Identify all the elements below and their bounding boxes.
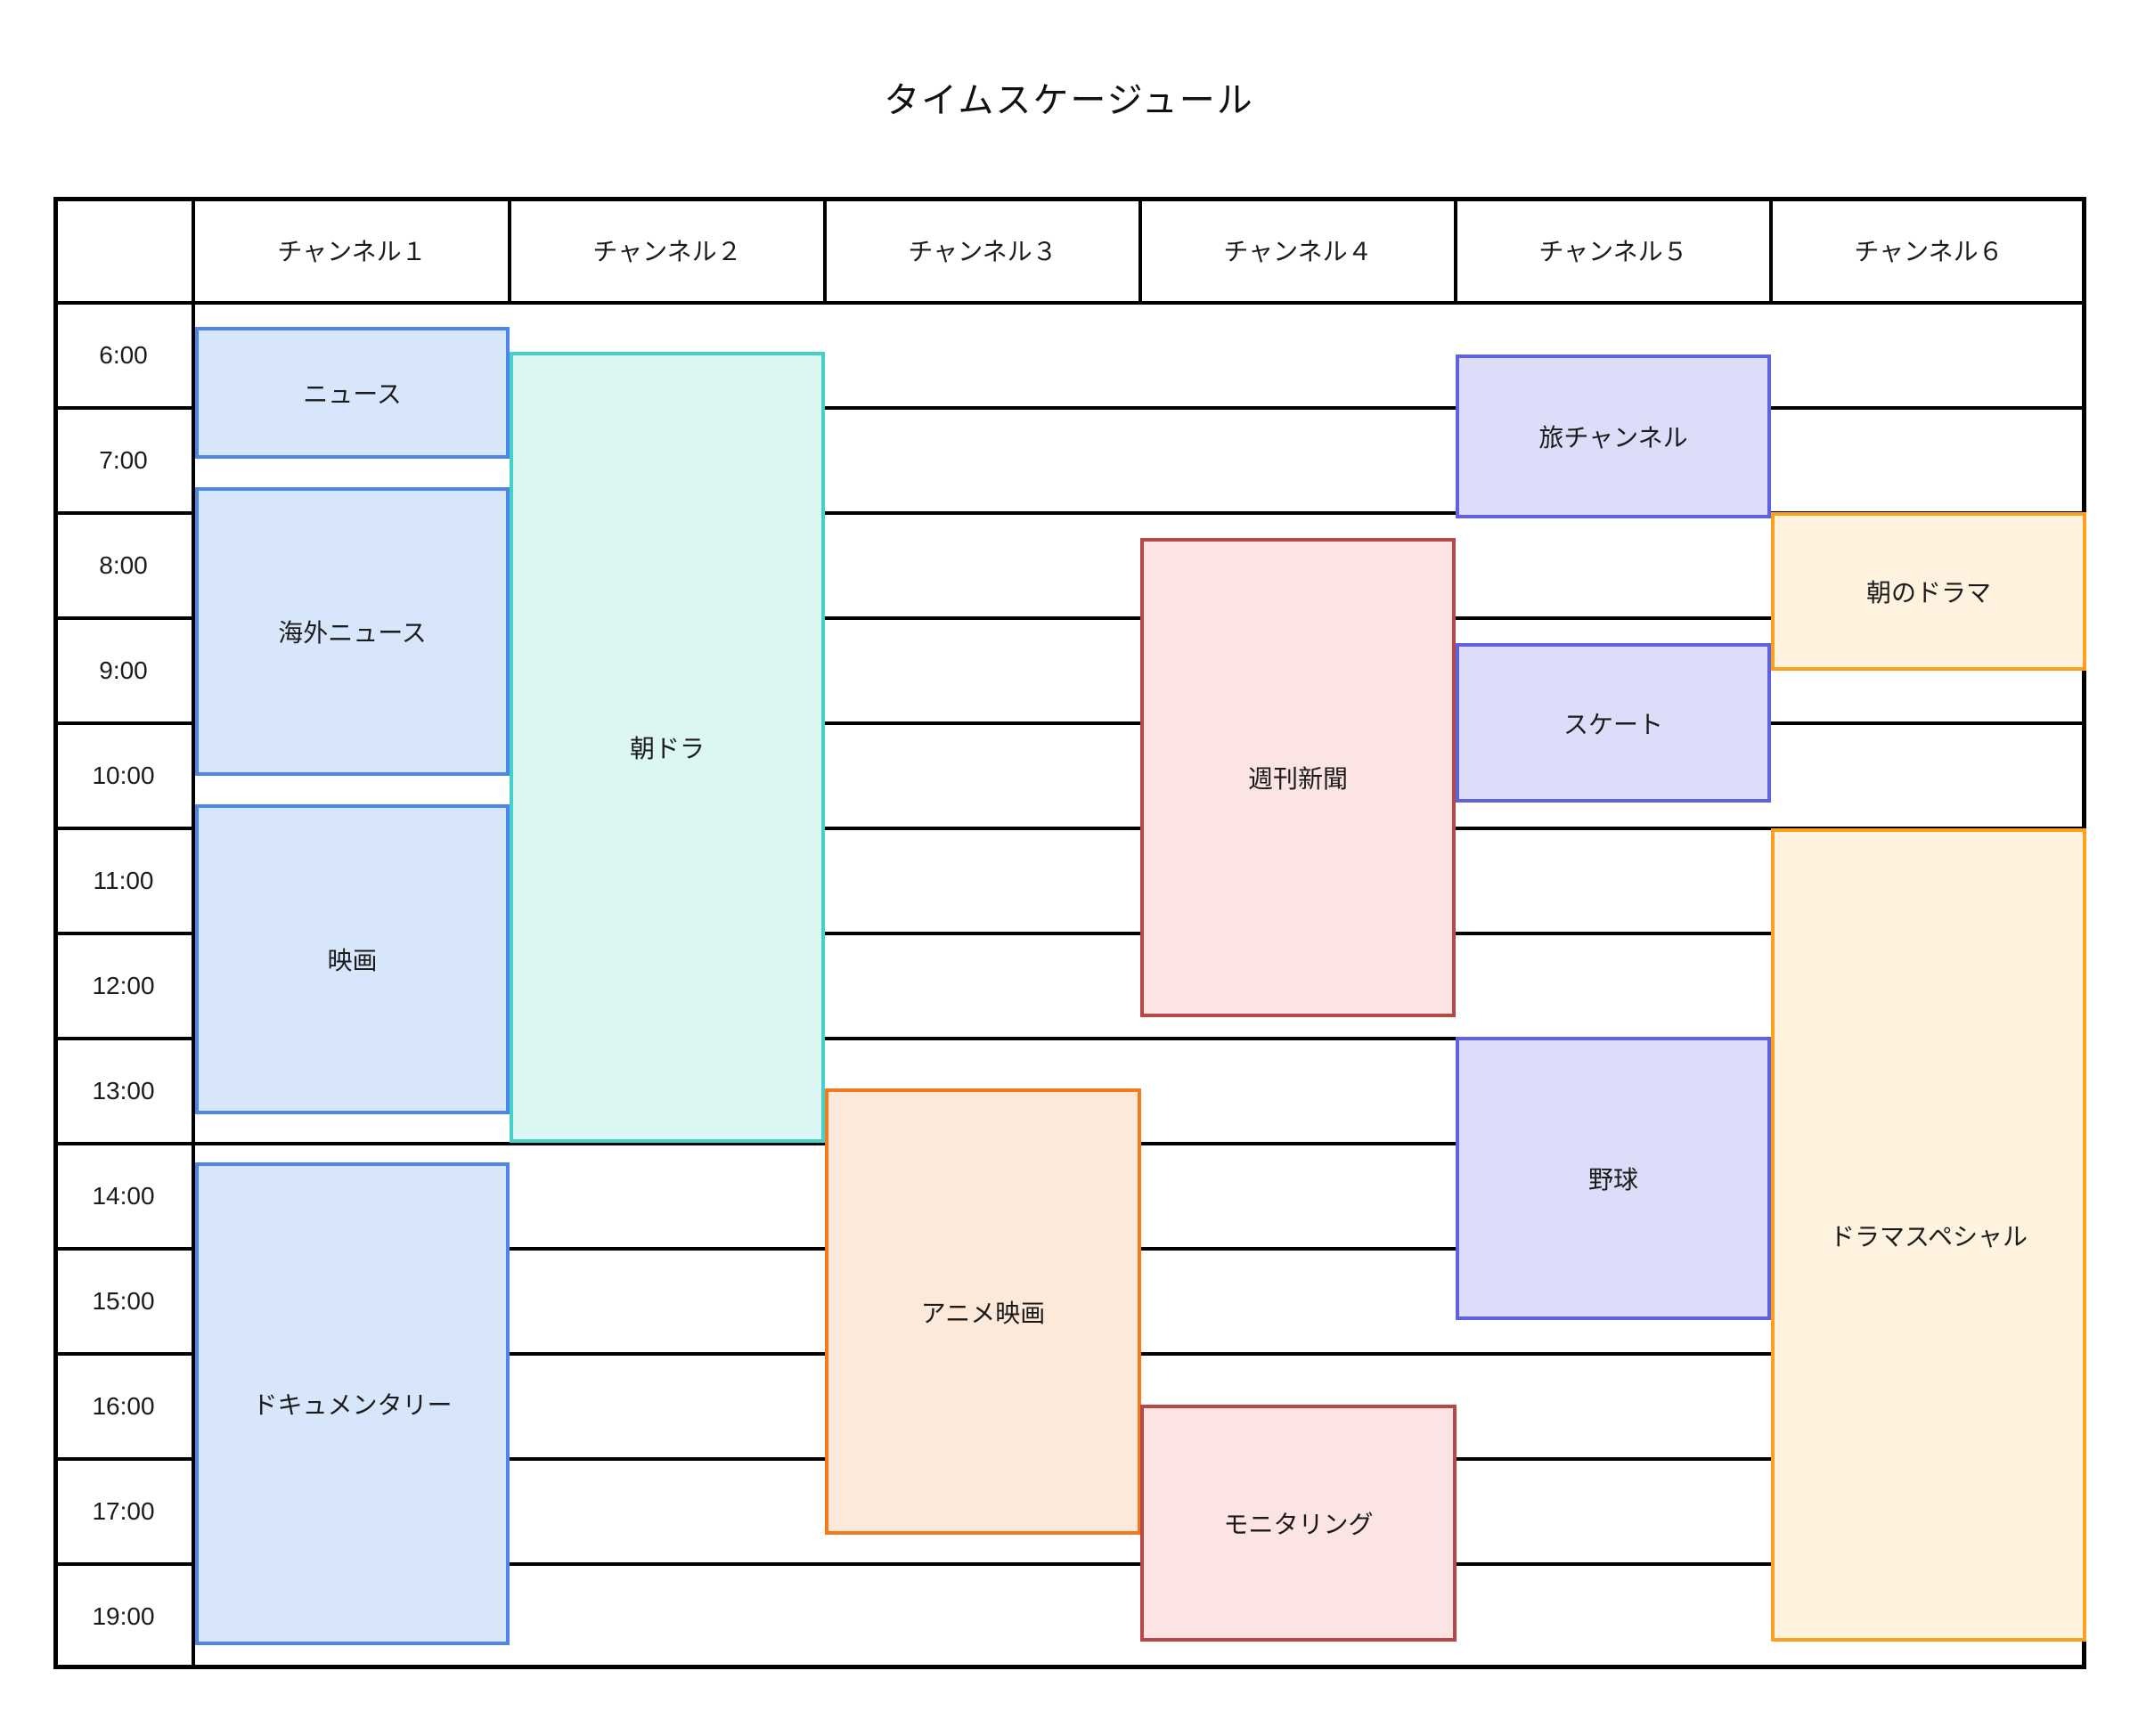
- header-column-separator: [1454, 197, 1457, 303]
- row-grid-line: [53, 1037, 2086, 1040]
- program-label: 朝ドラ: [629, 735, 705, 762]
- program-label: スケート: [1563, 710, 1663, 738]
- channel-header-4: チャンネル４: [1223, 238, 1373, 265]
- time-label-12-00: 12:00: [92, 972, 155, 999]
- program-label: アニメ映画: [920, 1299, 1046, 1327]
- time-label-6-00: 6:00: [99, 341, 148, 369]
- header-column-separator: [508, 197, 511, 303]
- row-grid-line: [53, 511, 2086, 515]
- header-column-separator: [1138, 197, 1142, 303]
- channel-header-5: チャンネル５: [1538, 238, 1688, 265]
- program-label: 海外ニュース: [278, 619, 427, 647]
- program-label: ドキュメンタリー: [252, 1391, 453, 1419]
- time-label-8-00: 8:00: [99, 551, 148, 579]
- header-separator-line: [53, 301, 2086, 305]
- program-label: 映画: [327, 947, 378, 974]
- time-label-11-00: 11:00: [93, 867, 154, 894]
- program-baseball: 野球: [1456, 1037, 1771, 1320]
- program-label: ニュース: [303, 380, 402, 408]
- program-skate: スケート: [1456, 643, 1771, 803]
- row-grid-line: [53, 616, 2086, 620]
- program-travel-channel: 旅チャンネル: [1456, 355, 1771, 518]
- program-movie: 映画: [195, 804, 510, 1114]
- time-label-15-00: 15:00: [92, 1287, 155, 1315]
- program-label: 週刊新聞: [1247, 765, 1348, 793]
- program-morning-drama: 朝のドラマ: [1771, 512, 2086, 671]
- page-title: タイムスケージュール: [884, 81, 1254, 120]
- program-weekly-news: 週刊新聞: [1140, 538, 1456, 1017]
- channel-header-1: チャンネル１: [277, 238, 427, 265]
- program-drama-special: ドラマスペシャル: [1771, 828, 2086, 1642]
- program-label: モニタリング: [1223, 1511, 1374, 1538]
- header-column-separator: [823, 197, 827, 303]
- time-label-19-00: 19:00: [92, 1602, 155, 1630]
- header-column-separator: [1769, 197, 1773, 303]
- time-label-9-00: 9:00: [99, 656, 148, 684]
- program-monitoring: モニタリング: [1140, 1405, 1457, 1642]
- time-label-13-00: 13:00: [92, 1077, 155, 1104]
- row-grid-line: [53, 721, 2086, 725]
- channel-header-3: チャンネル３: [908, 238, 1057, 265]
- time-label-17-00: 17:00: [92, 1497, 155, 1525]
- program-overseas-news: 海外ニュース: [195, 487, 510, 776]
- time-label-7-00: 7:00: [99, 446, 148, 474]
- program-label: 野球: [1587, 1166, 1638, 1194]
- channel-header-2: チャンネル２: [592, 238, 742, 265]
- program-label: 旅チャンネル: [1538, 424, 1688, 452]
- program-label: 朝のドラマ: [1865, 579, 1991, 607]
- time-label-10-00: 10:00: [92, 762, 155, 789]
- row-grid-line: [53, 406, 2086, 410]
- row-grid-line: [53, 1562, 2086, 1566]
- program-label: ドラマスペシャル: [1829, 1222, 2028, 1251]
- row-grid-line: [53, 827, 2086, 830]
- time-column-separator: [192, 197, 195, 1669]
- time-label-14-00: 14:00: [92, 1182, 155, 1210]
- program-asadora: 朝ドラ: [510, 352, 825, 1143]
- channel-header-6: チャンネル６: [1854, 238, 2003, 265]
- row-grid-line: [53, 932, 2086, 935]
- time-label-16-00: 16:00: [92, 1392, 155, 1420]
- program-news: ニュース: [195, 327, 510, 459]
- program-anime-movie: アニメ映画: [825, 1088, 1141, 1535]
- program-documentary: ドキュメンタリー: [195, 1162, 510, 1645]
